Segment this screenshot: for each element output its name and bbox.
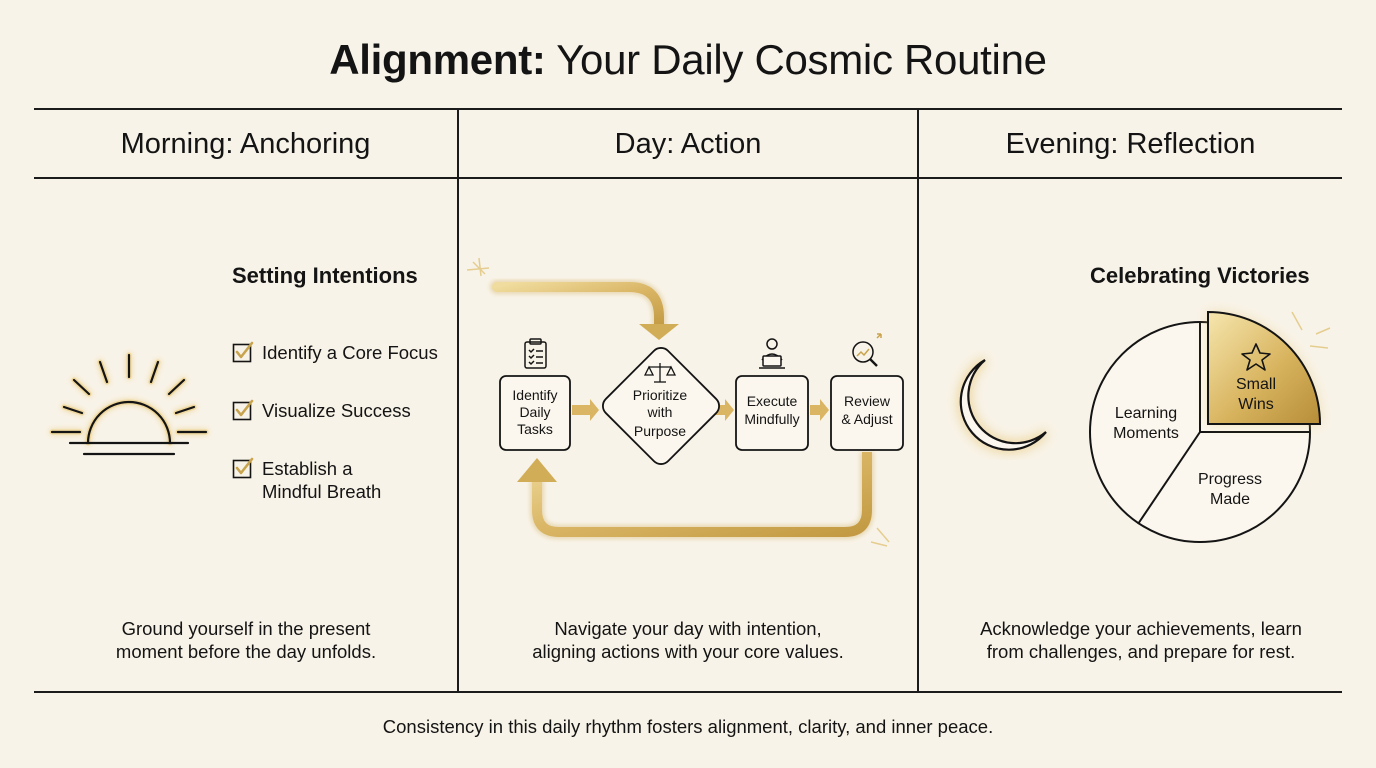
divider-bottom bbox=[34, 691, 1342, 693]
slice-label: Wins bbox=[1238, 396, 1274, 413]
title-bold: Alignment: bbox=[329, 36, 546, 83]
step-label: Prioritize bbox=[633, 387, 688, 403]
step-label: Daily bbox=[519, 404, 550, 420]
victories-pie-chart: Small Wins Progress Made Learning Moment… bbox=[1089, 310, 1331, 543]
flow-step-execute: Execute Mindfully bbox=[735, 375, 809, 451]
slice-label: Moments bbox=[1113, 425, 1179, 442]
divider-top bbox=[34, 108, 1342, 110]
slice-label: Made bbox=[1210, 491, 1250, 508]
morning-heading: Morning: Anchoring bbox=[120, 128, 371, 160]
slice-label: Small bbox=[1236, 376, 1276, 393]
footer-text: Consistency in this daily rhythm fosters… bbox=[382, 716, 994, 737]
step-label: & Adjust bbox=[841, 411, 892, 427]
sparkle-icon bbox=[1291, 311, 1331, 349]
person-laptop-icon bbox=[759, 338, 785, 369]
step-label: with bbox=[647, 404, 673, 420]
star-icon bbox=[1241, 343, 1271, 371]
sparkle-icon bbox=[466, 257, 890, 547]
flow-step-prioritize: Prioritize with Purpose bbox=[602, 347, 720, 465]
pie-slice-learning-moments: Learning Moments bbox=[1113, 405, 1179, 442]
flow-arrow bbox=[715, 399, 734, 421]
step-label: Identify bbox=[512, 387, 557, 403]
flow-step-identify: Identify Daily Tasks bbox=[499, 375, 571, 451]
checkbox-icon bbox=[232, 341, 254, 363]
pie-slice-progress-made: Progress Made bbox=[1198, 471, 1262, 508]
day-heading: Day: Action bbox=[614, 128, 762, 160]
pie-slice-small-wins: Small Wins bbox=[1207, 310, 1322, 425]
step-label: Purpose bbox=[634, 423, 686, 439]
flow-arrow bbox=[810, 399, 829, 421]
step-label: Tasks bbox=[517, 421, 553, 437]
scales-icon bbox=[643, 363, 677, 383]
flow-step-review: Review & Adjust bbox=[830, 375, 904, 451]
checklist-item: Establish a Mindful Breath bbox=[232, 457, 381, 503]
flow-arrow bbox=[572, 399, 599, 421]
checkbox-icon bbox=[232, 399, 254, 421]
evening-heading: Evening: Reflection bbox=[1005, 128, 1256, 160]
checklist-item-label: Establish a Mindful Breath bbox=[262, 458, 382, 502]
checklist-item: Visualize Success bbox=[232, 399, 411, 422]
evening-caption: Acknowledge your achievements, learn fro… bbox=[980, 618, 1302, 662]
step-label: Review bbox=[844, 393, 891, 409]
checklist-item-label: Visualize Success bbox=[262, 400, 411, 421]
day-caption: Navigate your day with intention, aligni… bbox=[532, 618, 844, 662]
slice-label: Progress bbox=[1198, 471, 1262, 488]
step-label: Execute bbox=[747, 393, 798, 409]
crescent-moon-icon bbox=[956, 356, 1050, 454]
evening-subtitle: Celebrating Victories bbox=[1090, 263, 1310, 288]
slice-label: Learning bbox=[1115, 405, 1177, 422]
checklist-item: Identify a Core Focus bbox=[232, 341, 438, 364]
flow-arrow-loop bbox=[517, 452, 874, 539]
morning-subtitle: Setting Intentions bbox=[232, 263, 418, 288]
pie-divider bbox=[1137, 431, 1201, 525]
sunrise-icon bbox=[49, 352, 209, 456]
checkbox-icon bbox=[232, 457, 254, 479]
magnifier-chart-icon bbox=[852, 333, 882, 367]
checklist-item-label: Identify a Core Focus bbox=[262, 342, 438, 363]
morning-caption: Ground yourself in the present moment be… bbox=[115, 618, 377, 662]
step-label: Mindfully bbox=[744, 411, 799, 427]
title-rest: Your Daily Cosmic Routine bbox=[545, 36, 1047, 83]
flow-arrow-top bbox=[490, 280, 679, 340]
divider-col-1 bbox=[457, 110, 459, 692]
divider-col-2 bbox=[917, 110, 919, 692]
page-title: Alignment: Your Daily Cosmic Routine bbox=[0, 34, 1376, 86]
flow-diagram: Identify Daily Tasks Prioritize with Pur… bbox=[466, 257, 904, 547]
clipboard-icon bbox=[524, 338, 547, 369]
divider-header bbox=[34, 177, 1342, 179]
